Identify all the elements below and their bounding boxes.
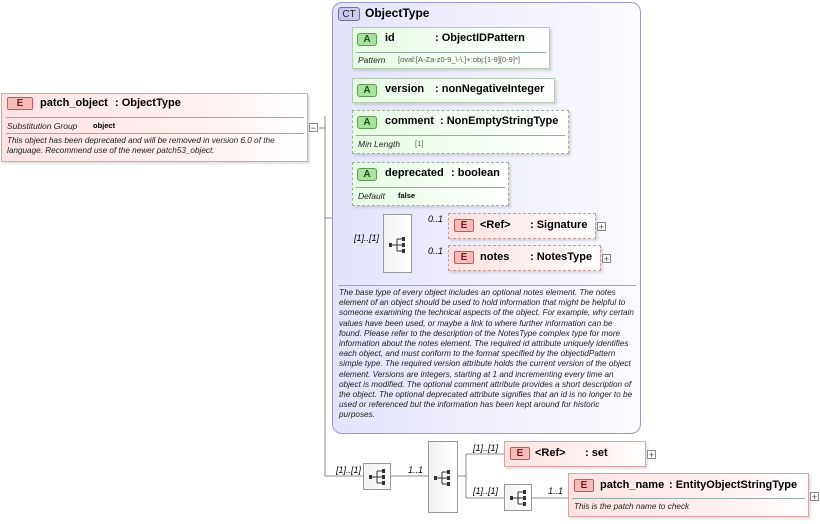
- root-separator-2: [6, 133, 304, 134]
- attribute-badge: A: [357, 84, 377, 97]
- outer-sequence-compositor[interactable]: [363, 463, 391, 490]
- attribute-comment-minlength-label: Min Length: [358, 139, 401, 149]
- attribute-version-type: : nonNegativeInteger: [435, 83, 545, 95]
- choice-compositor[interactable]: [428, 441, 458, 513]
- complex-type-name: ObjectType: [365, 6, 430, 20]
- element-patch-name-box[interactable]: [568, 473, 809, 517]
- complex-type-documentation: The base type of every object includes a…: [339, 288, 634, 420]
- outer-sequence-cardinality: [1]..[1]: [336, 465, 362, 475]
- attribute-version-box[interactable]: [352, 78, 555, 103]
- attribute-deprecated-box[interactable]: [352, 162, 509, 206]
- element-notes-box[interactable]: [448, 245, 601, 271]
- element-badge: E: [454, 219, 474, 232]
- attribute-id-box[interactable]: [352, 27, 550, 69]
- patch-name-separator: [572, 498, 805, 499]
- element-patch-name-type: : EntityObjectStringType: [669, 479, 798, 491]
- element-badge: E: [510, 447, 530, 460]
- expand-icon[interactable]: +: [602, 254, 611, 264]
- attribute-id-type: : ObjectIDPattern: [435, 32, 525, 44]
- sequence-icon: [369, 469, 385, 485]
- patch-name-cardinality: 1..1: [548, 486, 564, 496]
- substitution-group-label: Substitution Group: [7, 121, 78, 131]
- element-notes-type: : NotesType: [530, 251, 593, 263]
- element-ref-signature-name: <Ref>: [480, 219, 511, 231]
- attribute-badge: A: [357, 116, 377, 129]
- substitution-group-value: object: [93, 121, 116, 130]
- root-element-type: : ObjectType: [115, 97, 181, 109]
- root-separator: [6, 117, 304, 118]
- attribute-deprecated-type: : boolean: [451, 167, 500, 179]
- attribute-badge: A: [357, 33, 377, 46]
- attribute-id-pattern-value: [oval:[A-Za-z0-9_\-\.]+:obj:[1-9][0-9]*]: [398, 55, 520, 64]
- attribute-comment-type: : NonEmptyStringType: [440, 115, 559, 127]
- attribute-comment-minlength-value: [1]: [415, 139, 424, 148]
- attribute-deprecated-default-label: Default: [358, 191, 385, 201]
- attribute-id-name: id: [385, 32, 395, 44]
- sequence-compositor[interactable]: [383, 214, 412, 273]
- sequence-cardinality: [1]..[1]: [354, 233, 380, 243]
- root-element-name: patch_object: [40, 97, 108, 109]
- notes-cardinality: 0..1: [428, 246, 444, 256]
- element-set-ref-type: : set: [585, 447, 608, 459]
- expand-icon[interactable]: +: [647, 450, 656, 460]
- patch-name-documentation: This is the patch name to check: [574, 502, 690, 511]
- sequence-icon: [389, 237, 405, 253]
- choice-cardinality: 1..1: [408, 465, 424, 475]
- attribute-comment-box[interactable]: [352, 110, 569, 154]
- expand-icon[interactable]: +: [597, 222, 606, 232]
- collapse-toggle-icon[interactable]: −: [309, 123, 318, 133]
- attribute-version-name: version: [385, 83, 425, 95]
- attribute-deprecated-separator: [356, 187, 505, 188]
- root-element-box[interactable]: [1, 93, 308, 162]
- attribute-id-separator: [356, 52, 546, 53]
- attribute-badge: A: [357, 168, 377, 181]
- attribute-id-pattern-label: Pattern: [358, 55, 386, 65]
- sequence-icon: [510, 490, 526, 506]
- attribute-comment-separator: [356, 135, 565, 136]
- sequence-icon: [434, 470, 450, 486]
- element-badge: E: [454, 251, 474, 264]
- expand-icon[interactable]: +: [810, 492, 819, 502]
- element-set-ref-name: <Ref>: [535, 447, 566, 459]
- attribute-deprecated-name: deprecated: [385, 167, 444, 179]
- inner-sequence-compositor[interactable]: [504, 484, 532, 511]
- ref-signature-cardinality: 0..1: [428, 214, 444, 224]
- element-badge: E: [574, 479, 594, 492]
- element-ref-signature-type: : Signature: [530, 219, 588, 231]
- element-badge: E: [7, 97, 33, 110]
- complex-type-doc-separator: [338, 285, 636, 286]
- complex-type-badge: CT: [338, 7, 360, 21]
- inner-sequence-cardinality: [1]..[1]: [473, 486, 499, 496]
- attribute-deprecated-default-value: false: [398, 191, 416, 200]
- element-notes-name: notes: [480, 251, 510, 263]
- attribute-comment-name: comment: [385, 115, 434, 127]
- set-ref-cardinality: [1]..[1]: [473, 443, 499, 453]
- element-patch-name-name: patch_name: [600, 479, 665, 491]
- root-documentation: This object has been deprecated and will…: [7, 136, 275, 156]
